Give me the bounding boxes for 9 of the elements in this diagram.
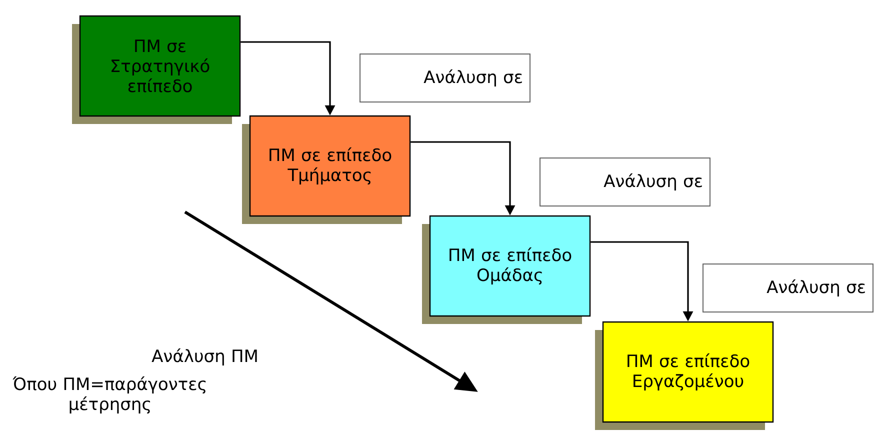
level-box: ΠΜ σε Στρατηγικό επίπεδο (72, 15, 241, 124)
note-text: Όπου ΠΜ=παράγοντες μέτρησης (12, 376, 206, 414)
level-box: ΠΜ σε επίπεδο Εργαζομένου (595, 321, 774, 430)
level-box: ΠΜ σε επίπεδο Ομάδας (422, 215, 591, 324)
level-box: ΠΜ σε επίπεδο Τμήματος (242, 115, 411, 224)
note-box: Ανάλυση σε (702, 264, 874, 312)
note-text: Ανάλυση ΠΜ (152, 348, 257, 366)
note-box: Ανάλυση σε (540, 158, 710, 206)
note-box: Ανάλυση σε (360, 54, 530, 102)
